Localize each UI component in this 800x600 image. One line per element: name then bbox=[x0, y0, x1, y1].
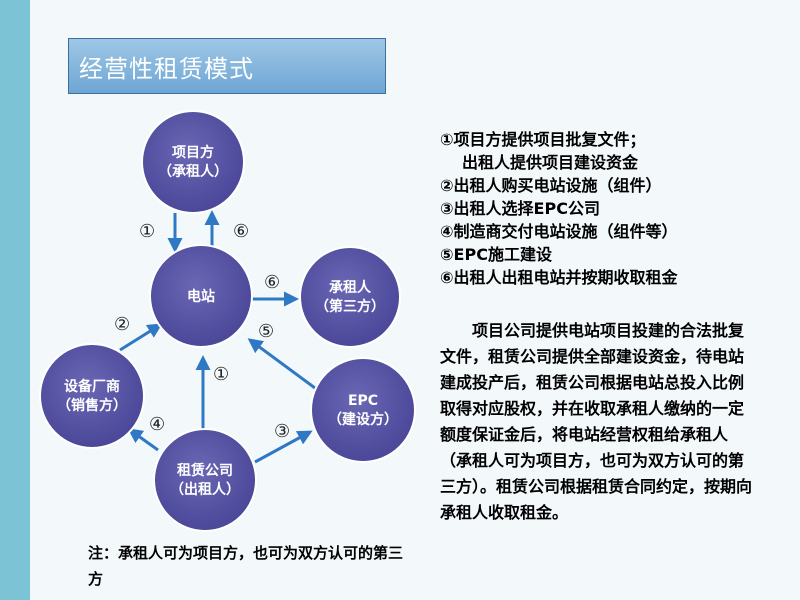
label-leasing-to-epc: ③ bbox=[274, 421, 290, 442]
node-epc-line2: （建设方） bbox=[328, 411, 398, 428]
step-4: ④制造商交付电站设施（组件等） bbox=[440, 222, 678, 241]
node-lessee-third-party: 承租人 （第三方） bbox=[299, 246, 401, 348]
node-station: 电站 bbox=[149, 244, 253, 348]
node-leasing-line2: （出租人） bbox=[170, 481, 240, 498]
label-equipment-to-station: ② bbox=[114, 314, 130, 335]
arrow-leasing-to-equipment bbox=[127, 428, 159, 452]
arrow-epc-to-station bbox=[247, 338, 316, 390]
arrow-leasing-to-epc bbox=[254, 430, 313, 464]
node-lessee3-line1: 承租人 bbox=[329, 279, 372, 296]
node-leasing-company: 租赁公司 （出租人） bbox=[153, 428, 257, 532]
step-2: ②出租人购买电站设施（组件） bbox=[440, 176, 662, 195]
label-station-to-lessee3: ⑥ bbox=[264, 272, 280, 293]
node-equipment-line2: （销售方） bbox=[57, 397, 127, 414]
label-station-to-project: ⑥ bbox=[233, 221, 249, 242]
title-box: 经营性租赁模式 bbox=[68, 38, 386, 94]
label-leasing-to-equipment: ④ bbox=[149, 414, 165, 435]
slide-title: 经营性租赁模式 bbox=[79, 54, 254, 83]
node-project: 项目方 （承租人） bbox=[141, 110, 245, 214]
arrow-equipment-to-station bbox=[119, 323, 163, 352]
node-leasing-line1: 租赁公司 bbox=[177, 462, 233, 479]
step-1-continued: 出租人提供项目建设资金 bbox=[462, 153, 639, 172]
step-1: ①项目方提供项目批复文件； bbox=[440, 130, 646, 149]
step-6: ⑥出租人出租电站并按期收取租金 bbox=[440, 268, 678, 287]
node-project-line2: （承租人） bbox=[158, 163, 228, 180]
node-project-line1: 项目方 bbox=[172, 144, 214, 161]
node-epc-line1: EPC bbox=[348, 393, 378, 409]
footnote: 注：承租人可为项目方，也可为双方认可的第三方 bbox=[88, 544, 404, 588]
node-lessee3-line2: （第三方） bbox=[315, 298, 385, 315]
label-leasing-to-station: ① bbox=[213, 364, 229, 385]
step-5: ⑤EPC施工建设 bbox=[440, 245, 552, 264]
description-paragraph: 项目公司提供电站项目投建的合法批复文件，租赁公司提供全部建设资金，待电站建成投产… bbox=[440, 321, 753, 522]
left-accent-band bbox=[0, 0, 30, 600]
step-3: ③出租人选择EPC公司 bbox=[440, 199, 600, 218]
label-project-to-station: ① bbox=[139, 221, 155, 242]
node-equipment-maker: 设备厂商 （销售方） bbox=[39, 343, 145, 449]
node-station-label: 电站 bbox=[187, 288, 215, 305]
node-epc: EPC （建设方） bbox=[310, 357, 416, 463]
node-equipment-line1: 设备厂商 bbox=[64, 378, 120, 395]
label-epc-to-station: ⑤ bbox=[258, 321, 274, 342]
steps-list: ①项目方提供项目批复文件； 出租人提供项目建设资金 ②出租人购买电站设施（组件）… bbox=[440, 128, 790, 289]
